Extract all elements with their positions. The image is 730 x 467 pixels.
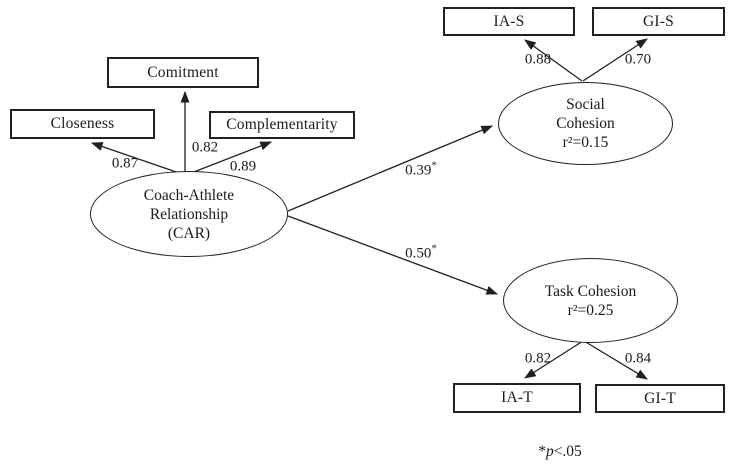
social-label-line1: Social: [566, 96, 605, 113]
social-label-line2: Cohesion: [556, 115, 615, 132]
latent-ellipse-car: Coach-Athlete Relationship (CAR): [90, 171, 288, 257]
indicator-box-commitment: Comitment: [107, 57, 259, 88]
loading-closeness: 0.87: [111, 155, 139, 172]
path-coef-car-task: 0.50*: [405, 242, 437, 263]
path-social-ias: [524, 39, 583, 82]
path-task-iat: [524, 340, 584, 379]
path-coef-car-task-value: 0.50: [405, 245, 432, 262]
indicator-box-gi-t: GI-T: [595, 384, 725, 413]
latent-ellipse-social-cohesion: Social Cohesion r²=0.15: [498, 82, 673, 165]
social-r-squared: r²=0.15: [562, 134, 609, 151]
path-car-task-cohesion: [287, 215, 498, 295]
car-label-line2: Relationship: [149, 205, 229, 223]
loading-ia-s: 0.88: [524, 51, 552, 68]
indicator-box-gi-s: GI-S: [592, 7, 725, 36]
path-coef-car-task-star: *: [431, 242, 437, 255]
indicator-box-complementarity: Complementarity: [209, 111, 355, 139]
significance-note: *p<.05: [538, 443, 582, 461]
path-task-git: [583, 340, 648, 380]
path-car-closeness: [91, 142, 186, 176]
indicator-box-closeness: Closeness: [10, 109, 155, 139]
task-r-squared: r²=0.25: [567, 301, 614, 319]
note-p: p: [545, 443, 554, 460]
note-star: *: [538, 443, 546, 460]
car-label-line1: Coach-Athlete: [143, 186, 235, 204]
path-car-complementarity: [185, 141, 272, 176]
loading-gi-t: 0.84: [624, 350, 652, 367]
loading-commitment: 0.82: [191, 139, 219, 156]
loading-ia-t: 0.82: [524, 350, 552, 367]
car-label-line3: (CAR): [167, 224, 211, 242]
latent-ellipse-task-cohesion: Task Cohesion r²=0.25: [503, 258, 678, 343]
indicator-box-ia-s: IA-S: [443, 7, 575, 36]
path-social-gis: [582, 38, 648, 82]
path-car-social-cohesion: [287, 125, 493, 212]
path-coef-car-social: 0.39*: [405, 159, 437, 180]
loading-complementarity: 0.89: [229, 158, 257, 175]
note-threshold: <.05: [553, 443, 582, 460]
loading-gi-s: 0.70: [624, 51, 652, 68]
path-coef-car-social-star: *: [431, 159, 437, 172]
task-label-line1: Task Cohesion: [544, 282, 637, 300]
path-coef-car-social-value: 0.39: [405, 162, 432, 179]
indicator-box-ia-t: IA-T: [453, 383, 581, 413]
